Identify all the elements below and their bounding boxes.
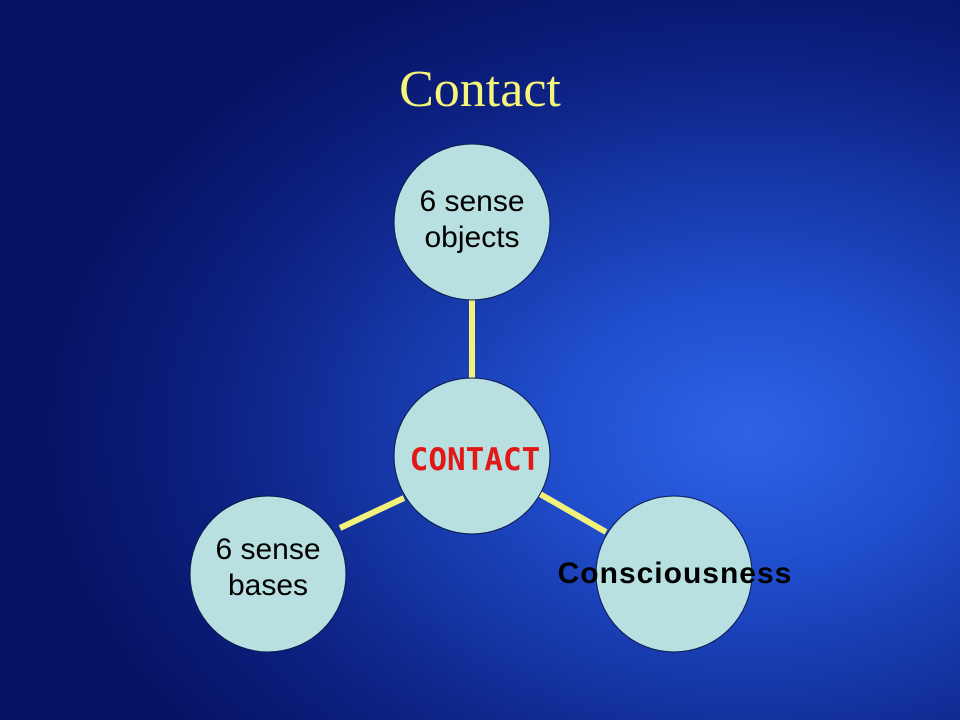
node-sense-bases <box>189 495 347 653</box>
node-label-consciousness: Consciousness <box>557 557 793 590</box>
slide-title: Contact <box>399 61 561 118</box>
node-contact-center <box>393 377 551 535</box>
node-sense-objects <box>393 143 551 301</box>
connector-right <box>538 491 608 535</box>
node-consciousness <box>595 495 753 653</box>
node-label-sense-objects: 6 sense objects <box>419 185 525 254</box>
node-label-contact: CONTACT <box>409 442 541 478</box>
node-label-sense-bases: 6 sense bases <box>215 533 321 602</box>
connector-left <box>338 495 406 531</box>
